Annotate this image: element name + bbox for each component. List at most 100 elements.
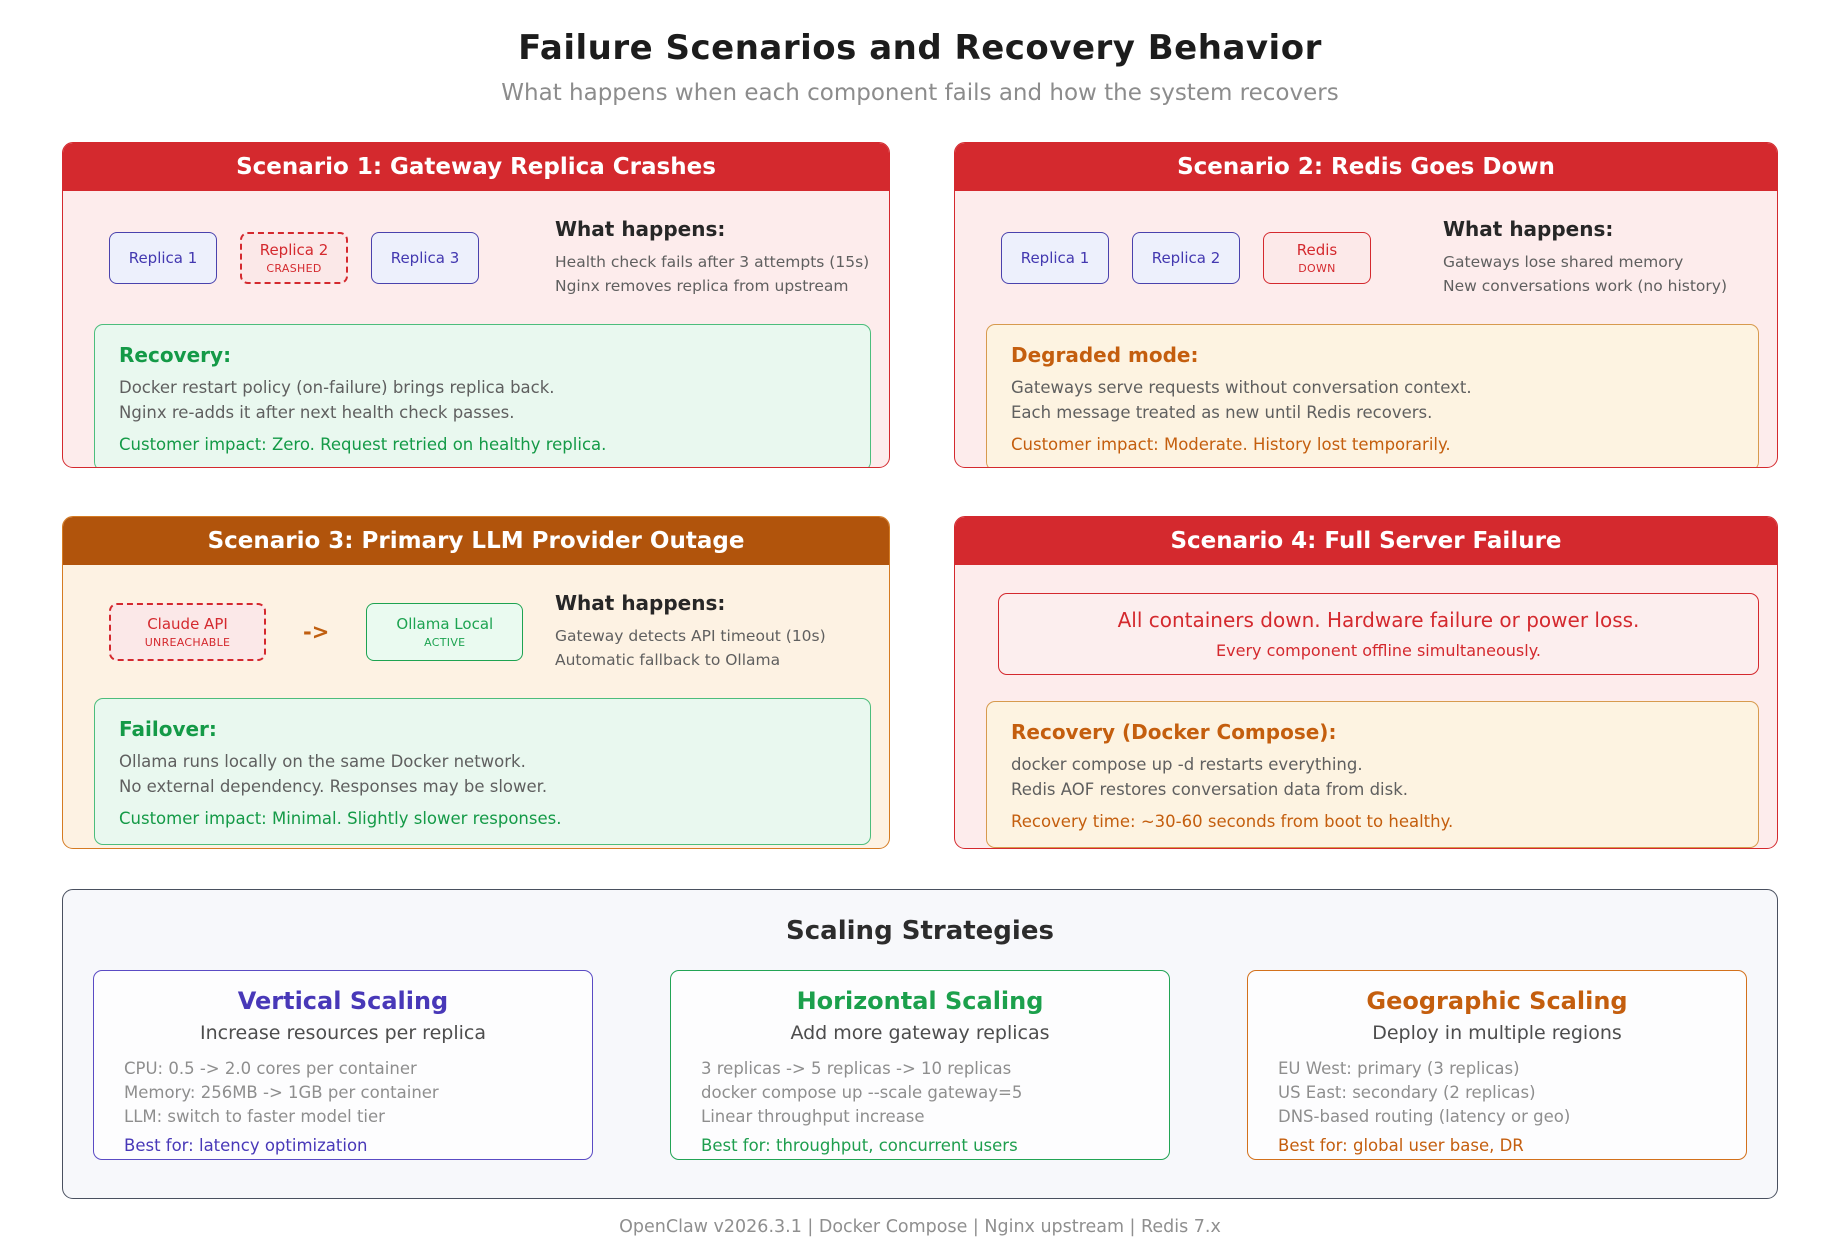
outcome-line: Docker restart policy (on-failure) bring…: [119, 378, 555, 398]
ollama-local-active-node: Ollama Local ACTIVE: [366, 602, 524, 661]
what-happens-line: Automatic fallback to Ollama: [555, 651, 781, 670]
strategy-lines: CPU: 0.5 -> 2.0 cores per container Memo…: [124, 1057, 562, 1155]
scenario-4-card: Scenario 4: Full Server Failure All cont…: [954, 516, 1778, 849]
scenario-2-title: Scenario 2: Redis Goes Down: [1177, 154, 1555, 180]
outcome-heading: Recovery:: [119, 343, 232, 368]
strategy-line: 3 replicas -> 5 replicas -> 10 replicas: [701, 1059, 1012, 1078]
scenario-3-body: Claude API UNREACHABLE -> Ollama Local A…: [63, 565, 889, 672]
replica-1-node: Replica 1: [109, 231, 217, 284]
scaling-strategies-section: Scaling Strategies Vertical Scaling Incr…: [62, 889, 1778, 1199]
recovery-box: Recovery: Docker restart policy (on-fail…: [94, 324, 871, 467]
impact-line: Customer impact: Moderate. History lost …: [1011, 434, 1451, 454]
outcome-line: docker compose up -d restarts everything…: [1011, 755, 1363, 774]
degraded-mode-box: Degraded mode: Gateways serve requests w…: [986, 324, 1759, 467]
node-label: Ollama Local: [396, 614, 494, 633]
outcome-line: Redis AOF restores conversation data fro…: [1011, 779, 1409, 799]
impact-line: Recovery time: ~30-60 seconds from boot …: [1011, 811, 1454, 831]
what-happens-block: What happens: Gateways lose shared memor…: [1443, 217, 1761, 298]
fallback-arrow-icon: ->: [303, 619, 330, 644]
scaling-title: Scaling Strategies: [786, 916, 1054, 946]
node-label: Replica 2: [1151, 248, 1221, 267]
outcome-heading: Recovery (Docker Compose):: [1011, 720, 1337, 744]
alert-line: All containers down. Hardware failure or…: [1117, 608, 1640, 632]
what-happens-line: New conversations work (no history): [1443, 277, 1727, 296]
node-label: Claude API: [147, 614, 228, 633]
scenario-grid: Scenario 1: Gateway Replica Crashes Repl…: [62, 142, 1778, 849]
scenario-4-title: Scenario 4: Full Server Failure: [1170, 528, 1562, 554]
page-header: Failure Scenarios and Recovery Behavior …: [0, 0, 1840, 106]
outcome-heading: Degraded mode:: [1011, 343, 1199, 368]
strategy-line: DNS-based routing (latency or geo): [1278, 1106, 1571, 1126]
node-status: ACTIVE: [424, 635, 466, 649]
horizontal-scaling-card: Horizontal Scaling Add more gateway repl…: [670, 970, 1170, 1160]
replica-2-node: Replica 2: [1132, 231, 1240, 284]
outcome-line: No external dependency. Responses may be…: [119, 776, 548, 796]
outcome-line: Gateways serve requests without conversa…: [1011, 378, 1472, 398]
strategy-best-for: Best for: throughput, concurrent users: [701, 1135, 1018, 1155]
scenario-3-title: Scenario 3: Primary LLM Provider Outage: [207, 528, 745, 554]
what-happens-heading: What happens:: [555, 591, 726, 615]
all-containers-down-alert: All containers down. Hardware failure or…: [998, 593, 1759, 675]
node-label: Replica 2: [259, 240, 329, 259]
what-happens-heading: What happens:: [1443, 217, 1614, 241]
node-status: UNREACHABLE: [144, 635, 231, 649]
scenario-3-card: Scenario 3: Primary LLM Provider Outage …: [62, 516, 890, 849]
replica-2-crashed-node: Replica 2 CRASHED: [240, 231, 348, 284]
geographic-scaling-card: Geographic Scaling Deploy in multiple re…: [1247, 970, 1747, 1160]
scenario-2-card: Scenario 2: Redis Goes Down Replica 1 Re…: [954, 142, 1778, 468]
outcome-line: Nginx re-adds it after next health check…: [119, 402, 515, 422]
scenario-2-body: Replica 1 Replica 2 Redis DOWN What happ…: [955, 191, 1777, 298]
replica-3-node: Replica 3: [371, 231, 479, 284]
claude-api-unreachable-node: Claude API UNREACHABLE: [109, 602, 266, 661]
scenario-1-card: Scenario 1: Gateway Replica Crashes Repl…: [62, 142, 890, 468]
strategy-title: Geographic Scaling: [1366, 987, 1628, 1015]
scenario-1-nodes: Replica 1 Replica 2 CRASHED Replica 3: [109, 217, 479, 298]
strategy-title: Vertical Scaling: [237, 987, 449, 1015]
strategy-best-for: Best for: global user base, DR: [1278, 1135, 1524, 1155]
outcome-line: Ollama runs locally on the same Docker n…: [119, 752, 526, 772]
what-happens-line: Nginx removes replica from upstream: [555, 277, 849, 296]
scenario-1-title: Scenario 1: Gateway Replica Crashes: [236, 154, 716, 180]
strategy-subtitle: Add more gateway replicas: [790, 1022, 1050, 1044]
scenario-3-nodes: Claude API UNREACHABLE -> Ollama Local A…: [109, 591, 524, 672]
node-label: Replica 1: [1020, 248, 1090, 267]
page-subtitle: What happens when each component fails a…: [501, 80, 1339, 106]
strategy-lines: 3 replicas -> 5 replicas -> 10 replicas …: [701, 1057, 1139, 1155]
strategy-subtitle: Deploy in multiple regions: [1372, 1022, 1622, 1044]
vertical-scaling-card: Vertical Scaling Increase resources per …: [93, 970, 593, 1160]
what-happens-line: Gateway detects API timeout (10s): [555, 627, 826, 645]
scenario-2-nodes: Replica 1 Replica 2 Redis DOWN: [1001, 217, 1371, 298]
outcome-line: Each message treated as new until Redis …: [1011, 402, 1433, 422]
node-status: DOWN: [1298, 261, 1336, 275]
strategy-best-for: Best for: latency optimization: [124, 1135, 368, 1155]
strategy-line: CPU: 0.5 -> 2.0 cores per container: [124, 1059, 417, 1078]
what-happens-line: Health check fails after 3 attempts (15s…: [555, 253, 870, 271]
scenario-4-header: Scenario 4: Full Server Failure: [955, 517, 1777, 565]
strategy-subtitle: Increase resources per replica: [200, 1022, 486, 1044]
failover-box: Failover: Ollama runs locally on the sam…: [94, 698, 871, 845]
what-happens-heading: What happens:: [555, 217, 726, 241]
recovery-compose-box: Recovery (Docker Compose): docker compos…: [986, 701, 1759, 848]
redis-down-node: Redis DOWN: [1263, 231, 1371, 284]
scenario-3-header: Scenario 3: Primary LLM Provider Outage: [63, 517, 889, 565]
strategy-line: LLM: switch to faster model tier: [124, 1106, 385, 1126]
strategy-line: docker compose up --scale gateway=5: [701, 1082, 1023, 1102]
scenario-1-header: Scenario 1: Gateway Replica Crashes: [63, 143, 889, 191]
strategy-line: Linear throughput increase: [701, 1106, 925, 1126]
replica-1-node: Replica 1: [1001, 231, 1109, 284]
strategy-title: Horizontal Scaling: [796, 987, 1044, 1015]
impact-line: Customer impact: Minimal. Slightly slowe…: [119, 808, 562, 828]
strategy-line: Memory: 256MB -> 1GB per container: [124, 1082, 439, 1102]
scenario-1-body: Replica 1 Replica 2 CRASHED Replica 3 Wh…: [63, 191, 889, 298]
page-title: Failure Scenarios and Recovery Behavior: [518, 28, 1322, 68]
strategy-line: US East: secondary (2 replicas): [1278, 1082, 1536, 1102]
what-happens-block: What happens: Health check fails after 3…: [555, 217, 873, 298]
alert-line: Every component offline simultaneously.: [1216, 641, 1541, 660]
what-happens-line: Gateways lose shared memory: [1443, 253, 1684, 271]
impact-line: Customer impact: Zero. Request retried o…: [119, 434, 607, 454]
strategy-line: EU West: primary (3 replicas): [1278, 1059, 1520, 1078]
node-label: Replica 3: [390, 248, 460, 267]
strategy-lines: EU West: primary (3 replicas) US East: s…: [1278, 1057, 1716, 1155]
node-label: Redis: [1296, 240, 1338, 259]
